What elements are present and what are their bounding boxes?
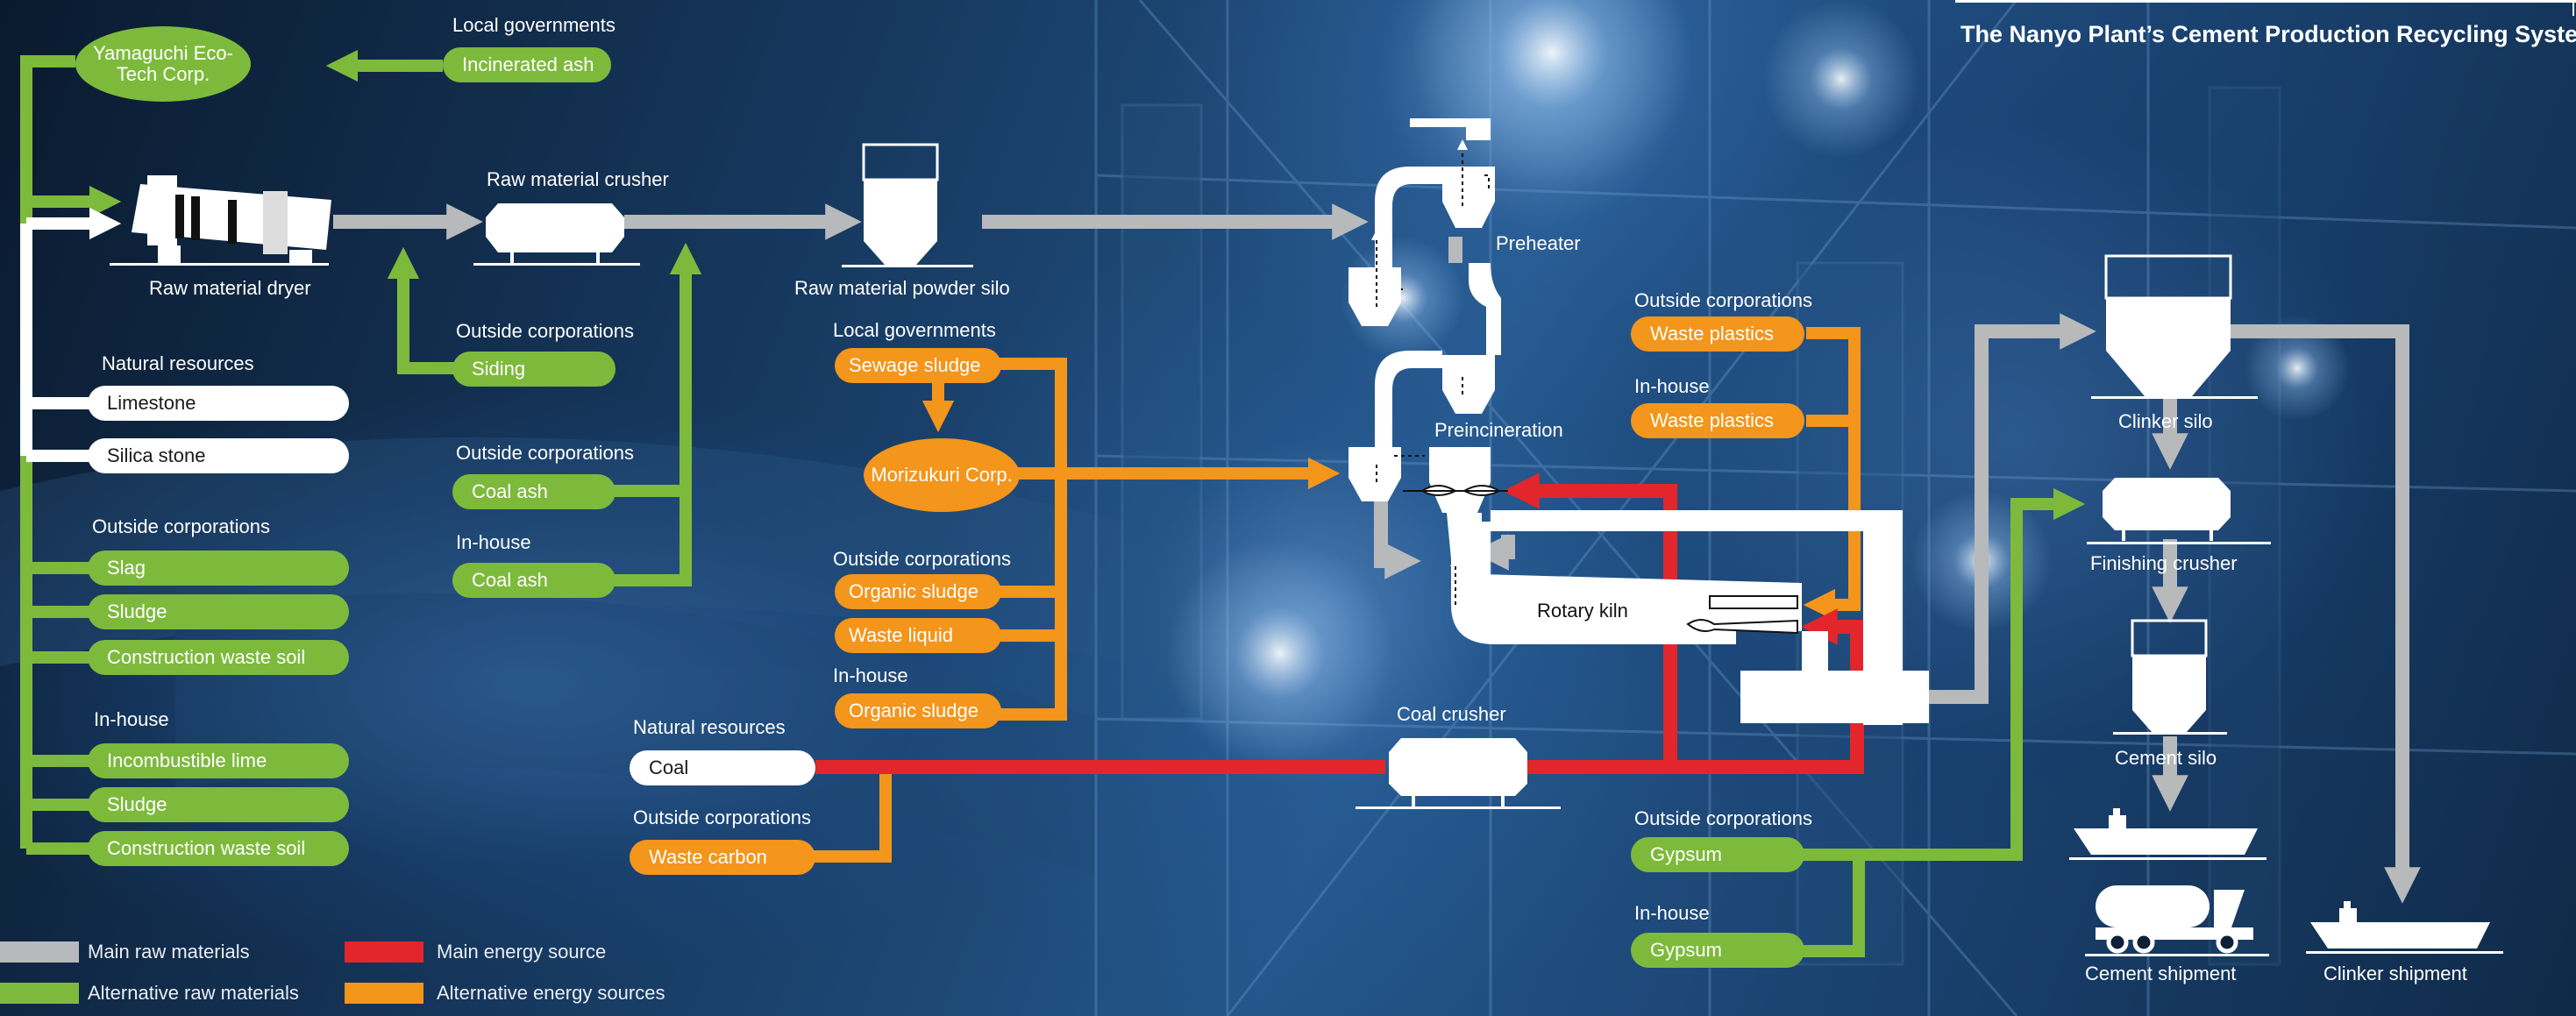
siding-pill: Siding xyxy=(452,352,616,387)
legend-swatch-main-raw xyxy=(0,941,79,963)
gypsum-inhouse-heading: In-house xyxy=(1634,902,1710,924)
diagram-title: The Nanyo Plant’s Cement Production Recy… xyxy=(1960,21,2576,47)
alternative-energy-lines xyxy=(807,327,1861,863)
sewage-sludge-pill: Sewage sludge xyxy=(835,348,1001,383)
coal-crusher-label: Coal crusher xyxy=(1397,703,1506,725)
coal-crusher xyxy=(1356,738,1561,809)
raw-material-dryer-label: Raw material dryer xyxy=(149,277,311,299)
gas-flow-arrows xyxy=(1371,139,1490,605)
title-rule xyxy=(1955,0,2576,3)
clinker-silo-label: Clinker silo xyxy=(2118,410,2213,432)
morizukuri-label: Morizukuri Corp. xyxy=(871,464,1013,486)
natural-resources-heading: Natural resources xyxy=(102,352,254,374)
silica-stone-pill: Silica stone xyxy=(88,438,349,473)
coal-ash-inhouse-pill: Coal ash xyxy=(452,563,616,598)
gypsum-outside-pill: Gypsum xyxy=(1631,837,1804,872)
cement-ship-icon xyxy=(2069,808,2266,860)
coal-ash-inhouse-heading: In-house xyxy=(456,531,531,553)
raw-material-dryer xyxy=(110,175,331,266)
coal-pill: Coal xyxy=(630,750,815,785)
incinerated-ash-pill: Incinerated ash xyxy=(443,47,611,82)
coal-heading: Natural resources xyxy=(633,716,786,738)
gypsum-outside-heading: Outside corporations xyxy=(1634,807,1812,829)
cement-truck-icon xyxy=(2085,885,2269,956)
organic-sludge-inhouse-pill: Organic sludge xyxy=(835,693,1001,728)
legend-label-alt-raw: Alternative raw materials xyxy=(88,982,299,1004)
finishing-crusher xyxy=(2087,478,2271,544)
gypsum-inhouse-pill: Gypsum xyxy=(1631,933,1804,968)
waste-liquid-pill: Waste liquid xyxy=(835,618,1001,653)
organic-sludge-outside-pill: Organic sludge xyxy=(835,574,1001,609)
coal-ash-outside-heading: Outside corporations xyxy=(456,442,634,464)
morizukuri-ellipse: Morizukuri Corp. xyxy=(864,438,1020,512)
legend-swatch-alt-energy xyxy=(345,983,423,1004)
sludge-inhouse-pill: Sludge xyxy=(88,787,349,822)
raw-material-crusher-label: Raw material crusher xyxy=(487,168,669,190)
finishing-crusher-label: Finishing crusher xyxy=(2090,552,2238,574)
waste-carbon-heading: Outside corporations xyxy=(633,806,811,828)
preincineration-label: Preincineration xyxy=(1434,419,1563,441)
coal-ash-outside-pill: Coal ash xyxy=(452,474,616,509)
waste-plastics-inhouse-pill: Waste plastics xyxy=(1631,403,1804,438)
plastics-inhouse-heading: In-house xyxy=(1634,375,1710,397)
rotary-kiln-label: Rotary kiln xyxy=(1537,600,1628,622)
raw-material-crusher xyxy=(473,203,640,266)
construction-soil-outside-pill: Construction waste soil xyxy=(88,640,349,675)
sludge-outside-pill: Sludge xyxy=(88,594,349,629)
alternative-raw-lines xyxy=(20,49,2086,957)
waste-plastics-outside-pill: Waste plastics xyxy=(1631,316,1804,352)
legend-label-main-energy: Main energy source xyxy=(437,941,607,963)
clinker-ship-icon xyxy=(2306,901,2503,954)
sewage-heading: Local governments xyxy=(833,319,996,341)
incombustible-lime-pill: Incombustible lime xyxy=(88,743,349,778)
organic-outside-heading: Outside corporations xyxy=(833,548,1011,570)
legend-label-alt-energy: Alternative energy sources xyxy=(437,982,665,1004)
cement-silo-label: Cement silo xyxy=(2115,747,2217,769)
kiln-burners xyxy=(1403,485,1798,635)
cement-shipment-label: Cement shipment xyxy=(2085,963,2237,984)
inhouse-left-heading: In-house xyxy=(94,708,169,730)
clinker-silo xyxy=(2091,254,2258,399)
preheater-label: Preheater xyxy=(1496,232,1581,254)
waste-carbon-pill: Waste carbon xyxy=(630,840,815,875)
construction-soil-inhouse-pill: Construction waste soil xyxy=(88,831,349,866)
eco-tech-source-heading: Local governments xyxy=(452,14,616,36)
plastics-outside-heading: Outside corporations xyxy=(1634,289,1812,311)
legend-swatch-main-energy xyxy=(345,941,423,963)
legend-label-main-raw: Main raw materials xyxy=(88,941,250,963)
cement-silo xyxy=(2113,619,2227,735)
outside-corps-left-heading: Outside corporations xyxy=(92,515,270,537)
siding-heading: Outside corporations xyxy=(456,320,634,342)
raw-material-powder-silo xyxy=(842,143,973,267)
slag-pill: Slag xyxy=(88,551,349,586)
yamaguchi-eco-tech-ellipse: Yamaguchi Eco-Tech Corp. xyxy=(75,26,251,102)
legend-swatch-alt-raw xyxy=(0,983,79,1004)
rotary-kiln xyxy=(1472,574,1802,631)
organic-inhouse-heading: In-house xyxy=(833,664,908,686)
clinker-shipment-label: Clinker shipment xyxy=(2323,963,2467,984)
raw-material-powder-silo-label: Raw material powder silo xyxy=(794,277,1010,299)
limestone-pill: Limestone xyxy=(88,386,349,421)
natural-resource-lines xyxy=(20,207,122,462)
main-raw-lines xyxy=(333,203,2421,904)
yamaguchi-eco-tech-label: Yamaguchi Eco-Tech Corp. xyxy=(93,42,233,85)
